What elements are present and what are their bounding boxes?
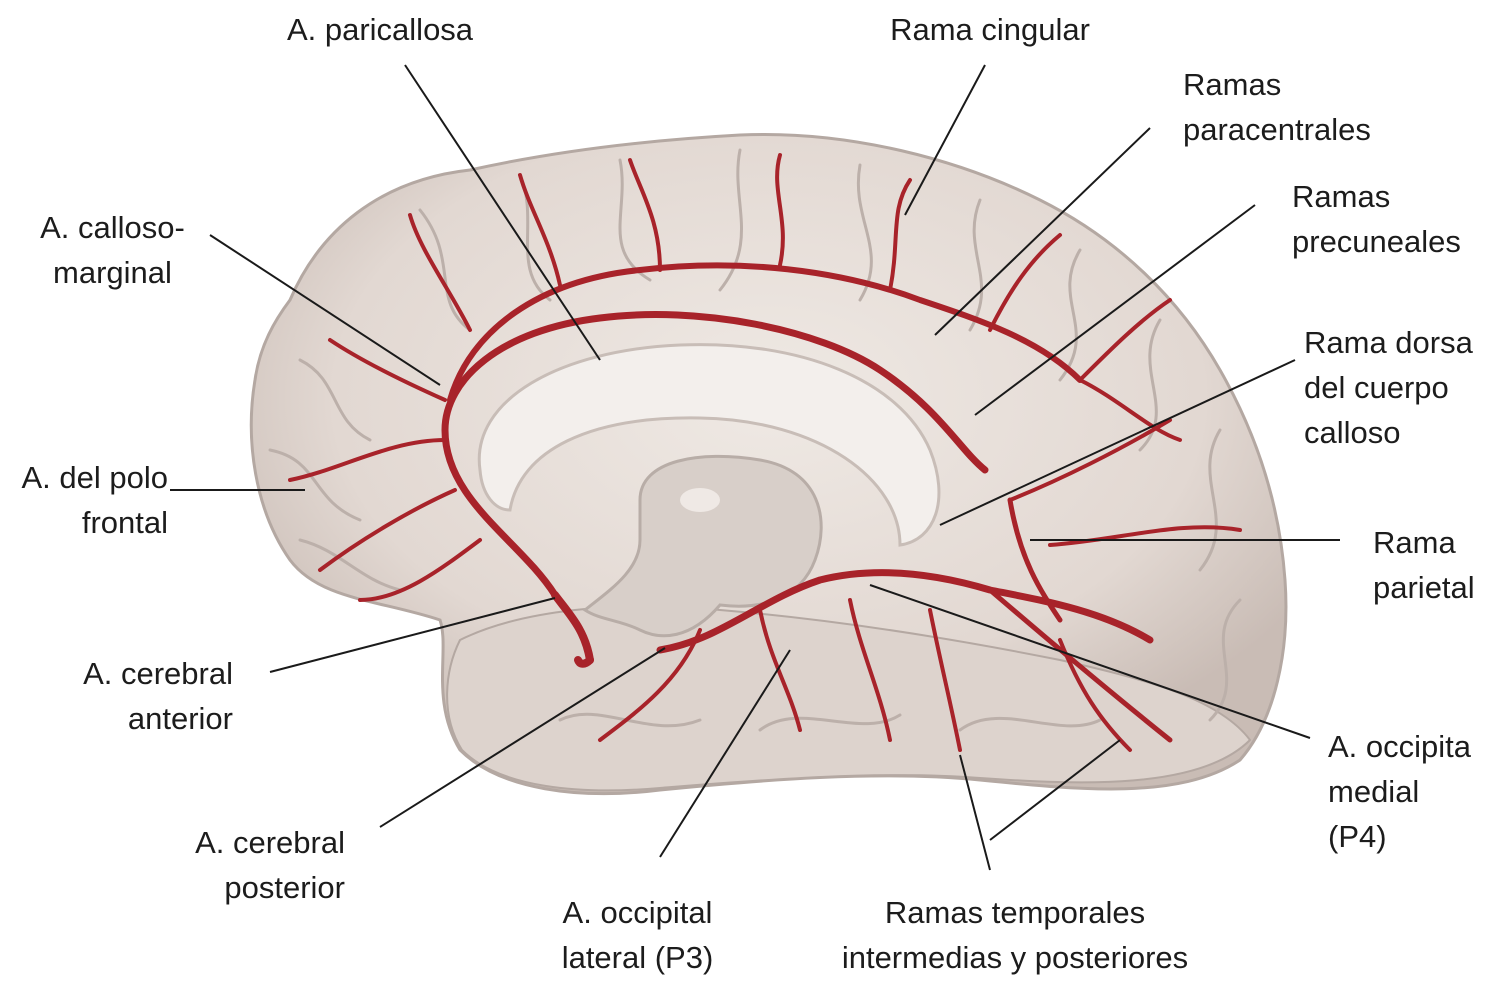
leader-lines (170, 64, 1340, 871)
leader-occipitalmedial (869, 584, 1311, 739)
label-occipitalmedial: A. occipita medial (P4) (1328, 729, 1472, 854)
leader-callosomarginal (209, 234, 441, 386)
label-parietal: Rama parietal (1373, 525, 1475, 605)
label-cerebralanterior: A. cerebral anterior (83, 656, 233, 736)
label-occipitallateral: A. occipital lateral (P3) (561, 895, 714, 975)
label-paricallosa: A. paricallosa (286, 12, 474, 47)
label-dorsal: Rama dorsa del cuerpo calloso (1304, 325, 1473, 450)
corpus-callosum (477, 343, 941, 547)
leader-dorsal (939, 359, 1296, 526)
label-polofrontal: A. del polo frontal (21, 460, 169, 540)
arteries (288, 153, 1242, 752)
leader-cingular (904, 64, 986, 216)
label-precuneales: Ramas precuneales (1292, 179, 1461, 259)
massa-intermedia (680, 488, 720, 512)
label-callosomarginal: A. calloso- marginal (40, 210, 185, 290)
leader-cerebralanterior (269, 597, 556, 673)
label-paracentrales: Ramas paracentrales (1183, 67, 1371, 147)
label-cingular: Rama cingular (890, 12, 1090, 47)
leader-occipitallateral (659, 649, 791, 858)
leader-temporales-a (959, 754, 991, 871)
leader-precuneales (974, 204, 1256, 416)
leader-cerebralposterior (379, 647, 666, 828)
thalamus (582, 454, 823, 638)
leader-paracentrales (934, 127, 1151, 336)
leader-paricallosa (404, 64, 601, 361)
gyri-folds (268, 148, 1242, 732)
temporal-lobe (446, 605, 1252, 792)
leader-temporales-b (989, 739, 1121, 841)
label-temporales: Ramas temporales intermedias y posterior… (841, 895, 1189, 975)
label-cerebralposterior: A. cerebral posterior (195, 825, 345, 905)
